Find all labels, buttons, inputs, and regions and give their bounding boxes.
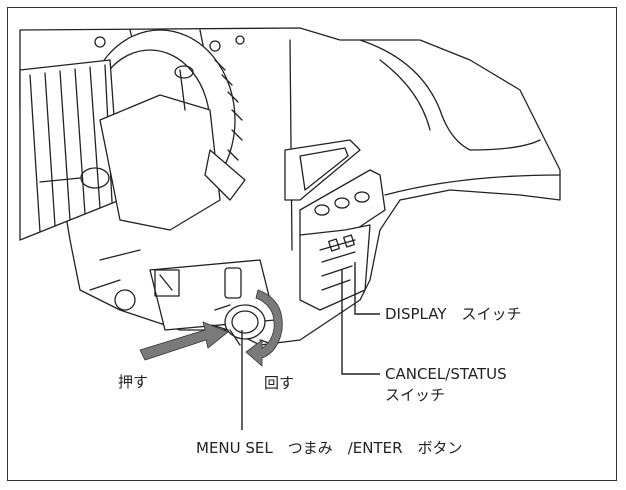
rotate-arrow: [245, 289, 283, 367]
cancel-status-switch-label: スイッチ: [385, 386, 446, 404]
leader-display: [354, 262, 380, 315]
menu-sel-knob-body: [224, 304, 266, 340]
switch-panel: [299, 224, 371, 311]
turn-label: 回す: [264, 374, 295, 392]
leader-cancel: [341, 270, 380, 375]
push-arrow: [139, 321, 229, 361]
cancel-status-label: CANCEL/STATUS: [385, 365, 507, 383]
menu-sel-label: MENU SEL つまみ /ENTER ボタン: [196, 439, 463, 457]
push-label: 押す: [118, 373, 149, 391]
display-switch-label: DISPLAY スイッチ: [385, 305, 522, 323]
